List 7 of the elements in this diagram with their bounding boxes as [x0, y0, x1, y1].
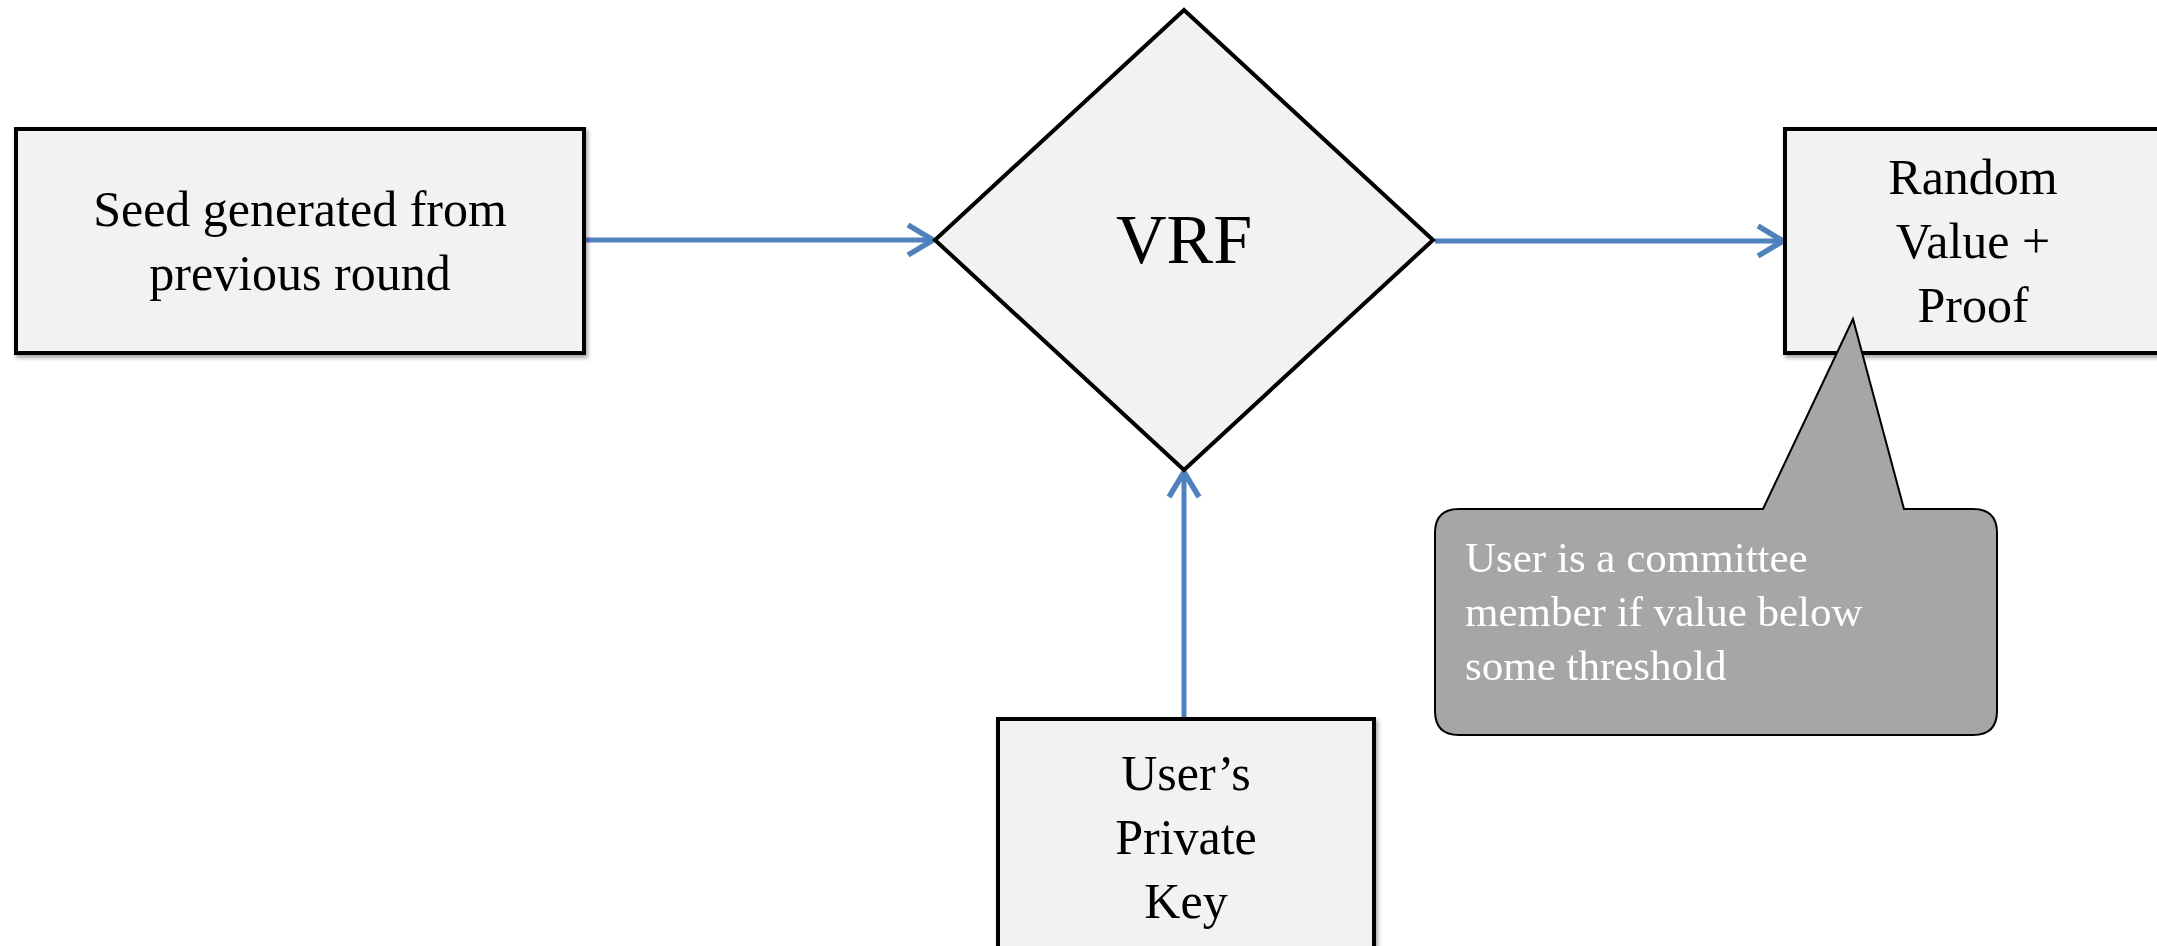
arrow	[586, 222, 936, 258]
arrow	[1166, 469, 1202, 717]
process-box: User’s Private Key	[996, 717, 1376, 946]
callout-text: User is a committee member if value below some threshold	[1465, 533, 1864, 691]
process-box: Seed generated from previous round	[14, 127, 586, 355]
process-box: Random Value + Proof	[1783, 127, 2157, 355]
diamond-label: VRF	[1115, 200, 1253, 280]
